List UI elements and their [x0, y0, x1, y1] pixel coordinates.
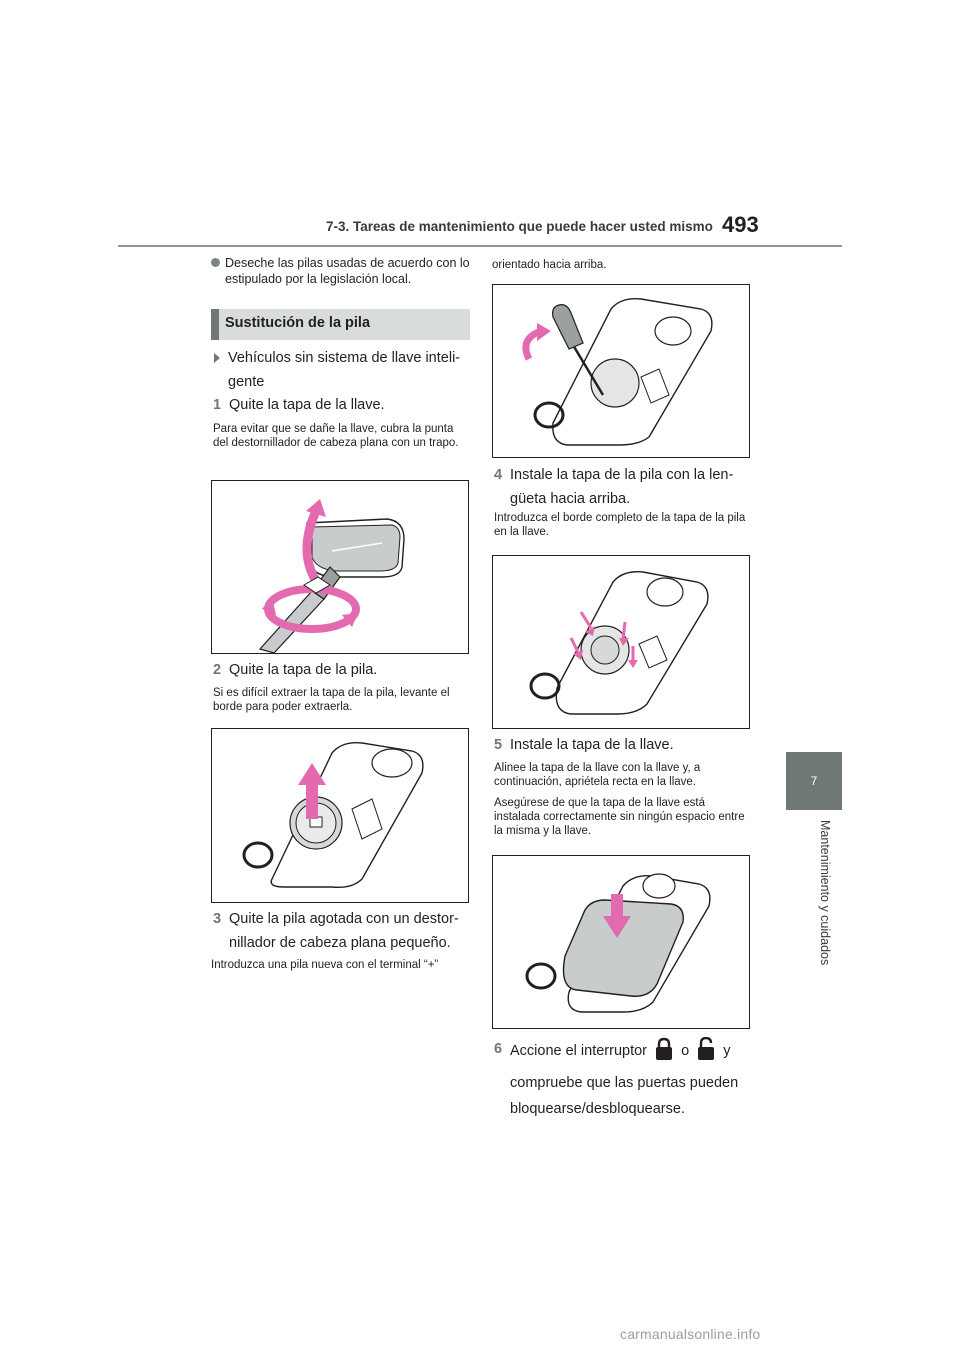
section-heading-text: Sustitución de la pila [225, 315, 371, 331]
step-number: 3 [213, 911, 222, 927]
continuation-text: orientado hacia arriba. [492, 259, 607, 271]
battery-removal-drawing [522, 298, 713, 446]
battery-cover-drawing [242, 742, 424, 889]
bullet-icon [211, 258, 220, 267]
step-number: 2 [213, 662, 222, 678]
step-2: 2 Quite la tapa de la pila. [213, 658, 473, 682]
step-1-note: Para evitar que se dañe la llave, cubra … [213, 423, 459, 449]
header-rule [118, 245, 842, 247]
install-key-cover-drawing [525, 873, 711, 1013]
step-number: 1 [213, 397, 222, 413]
step-1: 1 Quite la tapa de la llave. [213, 393, 473, 417]
step-text: Quite la pila agotada con un destor- nil… [229, 911, 459, 951]
heading-bar [211, 309, 219, 340]
step-number: 4 [494, 467, 503, 483]
step-6-text-b: compruebe que las puertas pueden bloquea… [510, 1075, 739, 1117]
step-3-note: Introduzca una pila nueva con el termina… [211, 959, 439, 971]
step-2-note: Si es difícil extraer la tapa de la pila… [213, 687, 450, 713]
section-heading: Sustitución de la pila [211, 309, 470, 340]
step-3: 3 Quite la pila agotada con un destor- n… [213, 907, 473, 955]
illustration-remove-battery [492, 284, 750, 458]
unlock-icon [697, 1036, 715, 1070]
step-6-text-o: o [681, 1043, 690, 1059]
subheading-text: Vehículos sin sistema de llave inteli- g… [228, 350, 461, 390]
step-6-text-y: y [723, 1043, 731, 1059]
illustration-install-battery-cover [492, 555, 750, 729]
step-5-note-1: Alinee la tapa de la llave con la llave … [494, 762, 701, 788]
lock-icon [655, 1037, 673, 1070]
install-battery-cover-drawing [529, 571, 709, 715]
footer-watermark: carmanualsonline.info [620, 1326, 761, 1342]
section-title: 7-3. Tareas de mantenimiento que puede h… [326, 219, 713, 234]
illustration-install-key-cover [492, 855, 750, 1029]
chapter-tab: 7 [786, 752, 842, 810]
illustration-remove-battery-cover [211, 728, 469, 903]
step-text: Quite la tapa de la llave. [229, 397, 385, 413]
bullet-text: Deseche las pilas usadas de acuerdo con … [225, 256, 470, 286]
key-cover-drawing [258, 499, 405, 654]
step-text: Instale la tapa de la llave. [510, 737, 674, 753]
chapter-label: Mantenimiento y cuidados [818, 820, 832, 966]
step-text: Quite la tapa de la pila. [229, 662, 378, 678]
step-text: Instale la tapa de la pila con la len- g… [510, 467, 734, 507]
triangle-icon [214, 353, 220, 363]
step-6-text-a: Accione el interruptor [510, 1043, 648, 1059]
page-number: 493 [722, 212, 759, 237]
subheading: Vehículos sin sistema de llave inteli- g… [214, 346, 474, 394]
step-5-note-2: Asegúrese de que la tapa de la llave est… [494, 797, 745, 837]
step-4-note: Introduzca el borde completo de la tapa … [494, 512, 746, 538]
step-6: 6 Accione el interruptor o y compruebe q… [494, 1036, 764, 1122]
step-5: 5 Instale la tapa de la llave. [494, 733, 754, 757]
step-number: 5 [494, 737, 503, 753]
disposal-bullet: Deseche las pilas usadas de acuerdo con … [211, 255, 471, 287]
step-4: 4 Instale la tapa de la pila con la len-… [494, 463, 754, 511]
step-number: 6 [494, 1041, 503, 1057]
illustration-remove-key-cover [211, 480, 469, 654]
